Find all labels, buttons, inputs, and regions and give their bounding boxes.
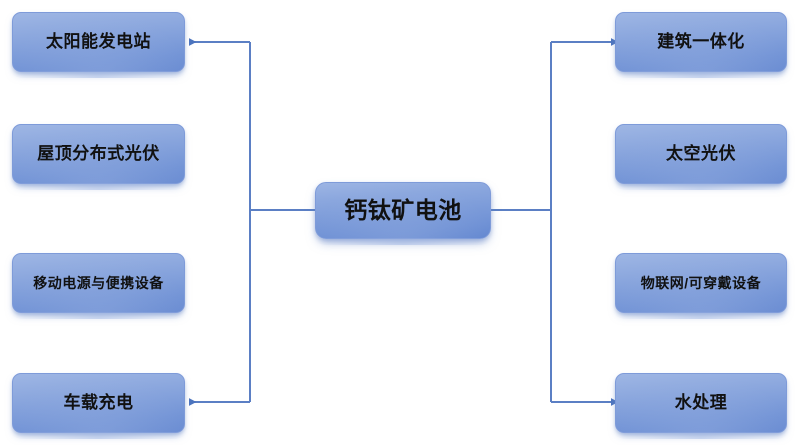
node-label: 移动电源与便携设备 — [33, 274, 164, 291]
node-vehicle-charging[interactable]: 车载充电 — [8, 370, 189, 439]
node-solar-power-station[interactable]: 太阳能发电站 — [8, 9, 189, 78]
node-label: 屋顶分布式光伏 — [37, 144, 160, 164]
node-label: 车载充电 — [63, 393, 134, 413]
node-label: 太空光伏 — [666, 144, 736, 164]
node-space-pv[interactable]: 太空光伏 — [611, 121, 791, 190]
center-node-label: 钙钛矿电池 — [344, 197, 462, 224]
node-label: 水处理 — [674, 393, 728, 413]
node-iot-wearable-devices[interactable]: 物联网/可穿戴设备 — [611, 250, 791, 319]
node-label: 建筑一体化 — [657, 32, 745, 52]
node-perovskite-solar-cell[interactable]: 钙钛矿电池 — [311, 179, 495, 245]
node-building-integrated-pv[interactable]: 建筑一体化 — [611, 9, 791, 78]
node-water-treatment[interactable]: 水处理 — [611, 370, 791, 439]
connector-lines — [189, 38, 619, 406]
node-rooftop-distributed-pv[interactable]: 屋顶分布式光伏 — [8, 121, 189, 190]
node-label: 物联网/可穿戴设备 — [640, 274, 762, 291]
node-portable-power-devices[interactable]: 移动电源与便携设备 — [8, 250, 189, 319]
node-label: 太阳能发电站 — [46, 32, 151, 52]
